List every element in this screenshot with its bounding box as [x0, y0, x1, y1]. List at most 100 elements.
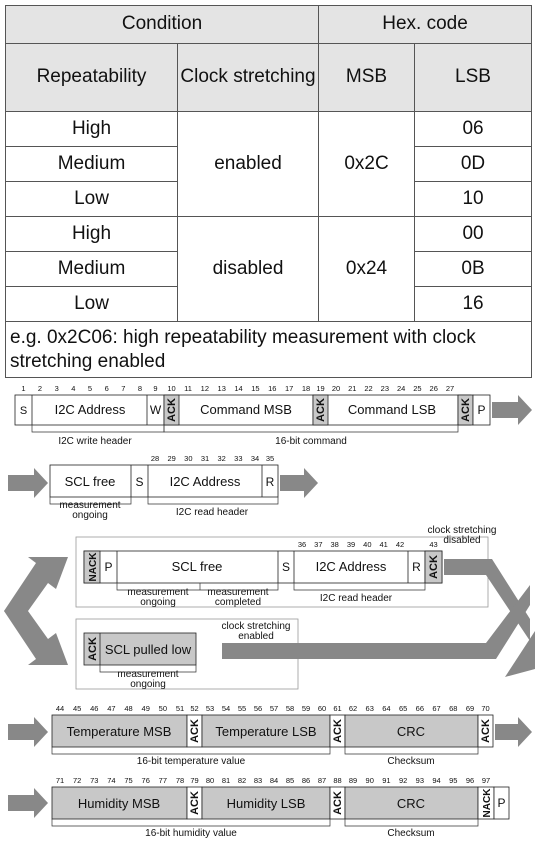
bit-number: 36: [298, 540, 306, 549]
arrow-right-icon: [495, 717, 532, 747]
nack-label: NACK: [88, 552, 99, 582]
bit-number: 27: [446, 384, 454, 393]
repeatability-cell: Medium: [5, 146, 178, 182]
bit-number: 86: [302, 776, 310, 785]
hex-code-header: Hex. code: [317, 5, 533, 44]
bit-number: 68: [449, 704, 457, 713]
write-bit: W: [150, 403, 162, 417]
bit-number: 54: [222, 704, 230, 713]
bit-number: 55: [238, 704, 246, 713]
checksum-label: Checksum: [387, 828, 434, 839]
bit-number: 14: [234, 384, 242, 393]
bit-number: 96: [466, 776, 474, 785]
bit-number: 91: [382, 776, 390, 785]
bit-number: 33: [234, 454, 242, 463]
stop-bit: P: [497, 796, 505, 810]
arrow-merge-bottom-icon: [222, 585, 530, 659]
bit-number: 20: [332, 384, 340, 393]
bit-number: 49: [142, 704, 150, 713]
bit-number: 71: [56, 776, 64, 785]
bit-number: 78: [176, 776, 184, 785]
bit-number: 2: [38, 384, 42, 393]
ack-label: ACK: [189, 791, 201, 815]
bit-number: 47: [107, 704, 115, 713]
bit-number: 70: [481, 704, 489, 713]
bit-number: 84: [270, 776, 278, 785]
bit-number: 8: [138, 384, 142, 393]
bit-number: 89: [349, 776, 357, 785]
i2c-address-label: I2C Address: [316, 559, 387, 574]
arrow-up-tip-icon: [505, 631, 535, 677]
command-msb-label: Command MSB: [200, 402, 292, 417]
ack-label: ACK: [87, 637, 99, 661]
bit-number: 5: [88, 384, 92, 393]
ack-label: ACK: [315, 398, 327, 422]
bit-number: 43: [429, 540, 437, 549]
bit-number: 38: [330, 540, 338, 549]
msb-cell: 0x24: [318, 216, 415, 322]
bit-number: 69: [466, 704, 474, 713]
bit-number: 15: [251, 384, 259, 393]
start-bit: S: [282, 560, 290, 574]
bit-number: 93: [416, 776, 424, 785]
bit-number: 82: [238, 776, 246, 785]
repeatability-cell: Low: [5, 286, 178, 322]
stop-bit: P: [104, 560, 112, 574]
bit-number: 74: [107, 776, 115, 785]
bit-number: 95: [449, 776, 457, 785]
scl-free-label: SCL free: [172, 559, 223, 574]
bit-number: 75: [124, 776, 132, 785]
bit-number: 46: [90, 704, 98, 713]
read-header-label: I2C read header: [176, 507, 249, 518]
bit-number: 26: [430, 384, 438, 393]
bit-number: 6: [105, 384, 109, 393]
bit-number: 13: [218, 384, 226, 393]
ack-label: ACK: [480, 719, 492, 743]
bit-number: 30: [184, 454, 192, 463]
bit-number: 44: [56, 704, 64, 713]
bit-number: 37: [314, 540, 322, 549]
ack-box: [312, 394, 329, 426]
bit-number: 23: [381, 384, 389, 393]
scl-free-label: SCL free: [65, 474, 116, 489]
example-note: e.g. 0x2C06: high repeatability measurem…: [4, 321, 533, 378]
i2c-address-label: I2C Address: [55, 402, 126, 417]
bit-number: 32: [217, 454, 225, 463]
bit-number: 80: [206, 776, 214, 785]
ack-label: ACK: [189, 719, 201, 743]
bit-number: 25: [413, 384, 421, 393]
clock-stretching-cell: enabled: [177, 111, 319, 217]
clock-stretching-header: Clock stretching: [177, 43, 319, 112]
msb-header: MSB: [318, 43, 415, 112]
bit-number: 48: [124, 704, 132, 713]
bit-number: 97: [482, 776, 490, 785]
bit-number: 73: [90, 776, 98, 785]
bit-number: 17: [285, 384, 293, 393]
temperature-value-label: 16-bit temperature value: [137, 756, 246, 767]
humidity-value-label: 16-bit humidity value: [145, 828, 237, 839]
bit-number: 39: [347, 540, 355, 549]
humidity-lsb-label: Humidity LSB: [227, 796, 306, 811]
bit-number: 63: [366, 704, 374, 713]
arrow-right-icon: [280, 468, 318, 498]
repeatability-cell: High: [5, 111, 178, 147]
bit-number: 51: [176, 704, 184, 713]
bit-number: 83: [254, 776, 262, 785]
bit-number: 65: [399, 704, 407, 713]
bit-number: 87: [318, 776, 326, 785]
bit-number: 57: [270, 704, 278, 713]
arrow-right-icon: [492, 395, 532, 425]
stop-bit: P: [477, 403, 485, 417]
start-bit: S: [135, 475, 143, 489]
